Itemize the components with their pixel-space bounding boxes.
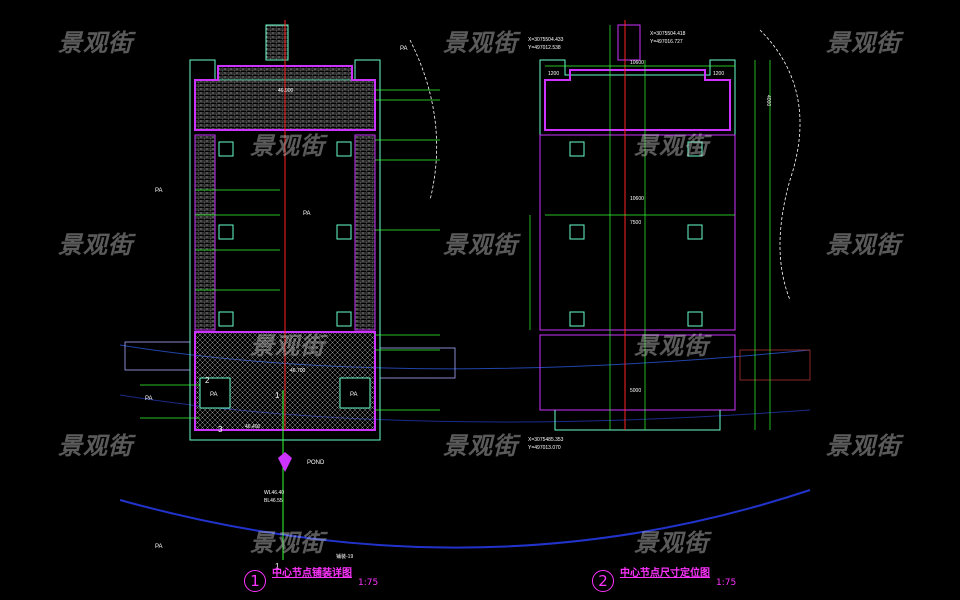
bottom-level: BL46.55 xyxy=(264,498,283,504)
watermark: 景观街 xyxy=(634,332,709,360)
dim-right: 1200 xyxy=(713,71,724,77)
coord-bottom-x: X=3075485.353 xyxy=(528,437,564,443)
section-marker: 3 xyxy=(218,425,223,434)
dim-left: 1200 xyxy=(548,71,559,77)
steps xyxy=(554,410,721,431)
side-paving xyxy=(739,349,811,381)
elevation-bottom: 46.400 xyxy=(245,424,261,430)
section-marker: 1 xyxy=(275,391,280,400)
pond-label: POND xyxy=(307,460,325,466)
left-column-paving xyxy=(194,134,216,331)
outline xyxy=(189,59,381,441)
area-label-pa: PA xyxy=(145,396,153,402)
section-marker: 1 xyxy=(275,562,280,571)
leader-lines xyxy=(140,89,440,419)
watermark: 景观街 xyxy=(826,231,901,259)
drawing-scale-2: 1:75 xyxy=(716,578,737,588)
coord-top-y: Y=497016.727 xyxy=(650,39,683,45)
watermark: 景观街 xyxy=(634,132,709,160)
water-level: WL46.40 xyxy=(264,490,284,496)
area-label-pa: PA xyxy=(400,46,408,52)
contour-line xyxy=(409,39,438,201)
dim-height: 4000 xyxy=(765,95,771,106)
pond-edge-curve xyxy=(119,489,811,549)
watermark: 景观街 xyxy=(250,529,325,557)
north-arrow-icon xyxy=(278,452,292,472)
coord-left-y: Y=497012.538 xyxy=(528,45,561,51)
dimension-lines xyxy=(529,25,771,430)
entry-path xyxy=(265,24,289,61)
tree-pits xyxy=(218,141,352,327)
dim-mid-width: 7500 xyxy=(630,220,641,226)
planter-right xyxy=(339,377,371,409)
entry-path xyxy=(617,24,641,61)
right-column-paving xyxy=(354,134,376,331)
dim-bottom-width: 5000 xyxy=(630,388,641,394)
watermark: 景观街 xyxy=(443,432,518,460)
section-marker: 2 xyxy=(205,376,210,385)
contour-line xyxy=(759,29,801,301)
dimension-plan xyxy=(529,20,771,431)
watermark: 景观街 xyxy=(826,432,901,460)
top-block xyxy=(544,69,731,131)
watermark: 景观街 xyxy=(443,231,518,259)
elevation-top: 46.900 xyxy=(278,88,294,94)
side-paving xyxy=(379,347,456,379)
watermark: 景观街 xyxy=(58,432,133,460)
drawing-title-2: 中心节点尺寸定位图 xyxy=(620,568,710,579)
dim-width: 10600 xyxy=(630,60,644,66)
planter-left xyxy=(199,377,231,409)
planter-label: PA xyxy=(210,392,218,398)
outline xyxy=(539,59,736,331)
watermark: 景观街 xyxy=(58,231,133,259)
area-label-pa: PA xyxy=(303,211,311,217)
dim-total-width: 10600 xyxy=(630,196,644,202)
middle-block xyxy=(539,134,736,331)
watermark: 景观街 xyxy=(250,332,325,360)
watermark: 景观街 xyxy=(250,132,325,160)
watermark: 景观街 xyxy=(58,29,133,57)
drawing-scale-1: 1:75 xyxy=(358,578,379,588)
coord-bottom-y: Y=497013.070 xyxy=(528,445,561,451)
detail-reference: 铺装-19 xyxy=(336,553,353,560)
area-label-pa: PA xyxy=(155,544,163,550)
area-label-pa: PA xyxy=(155,188,163,194)
drawing-number-1: 1 xyxy=(244,570,266,592)
elevation-center: 46.700 xyxy=(290,368,306,374)
tree-pits xyxy=(569,141,703,327)
paving-detail-plan xyxy=(140,20,440,560)
bottom-block xyxy=(539,334,736,411)
watermark: 景观街 xyxy=(634,529,709,557)
coord-top-x: X=3075504.418 xyxy=(650,31,686,37)
watermark: 景观街 xyxy=(826,29,901,57)
planter-label: PA xyxy=(350,392,358,398)
drawing-number-2: 2 xyxy=(592,570,614,592)
side-paving xyxy=(124,341,191,371)
watermark: 景观街 xyxy=(443,29,518,57)
coord-left-x: X=3075504.433 xyxy=(528,37,564,43)
drawing-title-1: 中心节点铺装详图 xyxy=(272,568,352,579)
